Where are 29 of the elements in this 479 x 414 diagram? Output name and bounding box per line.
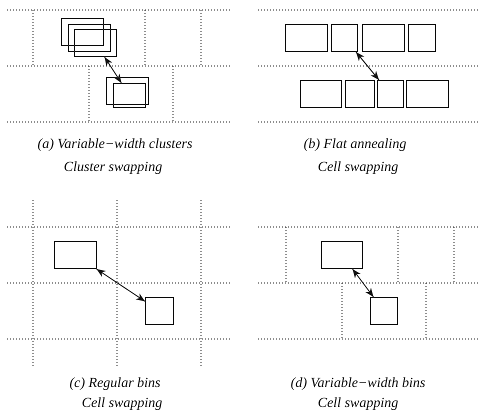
cell-box bbox=[54, 241, 97, 269]
double-arrow bbox=[356, 52, 380, 80]
cluster-box bbox=[113, 83, 146, 108]
double-arrow bbox=[104, 56, 122, 84]
cluster-box bbox=[61, 18, 104, 46]
cell-box bbox=[408, 24, 436, 52]
cell-box bbox=[370, 297, 398, 325]
cell-box bbox=[362, 24, 405, 52]
caption: Cell swapping bbox=[318, 160, 398, 176]
double-arrow bbox=[96, 268, 146, 302]
cell-box bbox=[345, 80, 375, 108]
caption: (b) Flat annealing bbox=[304, 137, 406, 153]
cell-box bbox=[145, 297, 174, 325]
cell-box bbox=[377, 80, 404, 108]
caption: (d) Variable−width bins bbox=[290, 376, 426, 392]
cell-box bbox=[331, 24, 358, 52]
caption: (a) Variable−width clusters bbox=[38, 137, 192, 153]
caption: Cell swapping bbox=[318, 396, 398, 412]
cluster-box bbox=[68, 24, 111, 52]
caption: Cluster swapping bbox=[64, 160, 162, 176]
cluster-box bbox=[74, 29, 117, 57]
caption: (c) Regular bins bbox=[70, 376, 160, 392]
cell-box bbox=[300, 80, 342, 108]
cell-box bbox=[285, 24, 328, 52]
cluster-box bbox=[106, 77, 149, 105]
cell-box bbox=[321, 241, 363, 269]
caption: Cell swapping bbox=[82, 396, 162, 412]
double-arrow bbox=[352, 268, 374, 298]
cell-box bbox=[406, 80, 449, 108]
